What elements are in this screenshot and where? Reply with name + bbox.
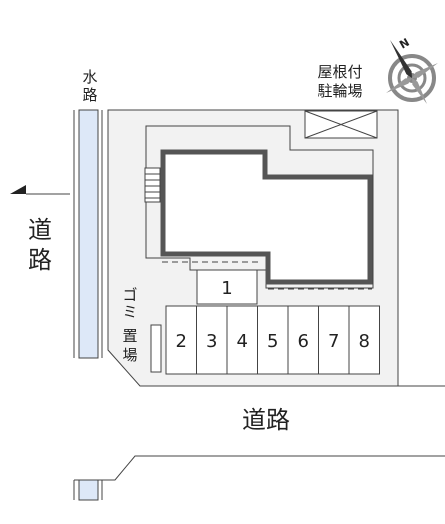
bike-parking-label-1: 屋根付	[317, 63, 362, 81]
parking-space-8	[348, 305, 380, 375]
parking-space-7	[318, 305, 350, 375]
parking-space-2	[165, 305, 197, 375]
parking-space-6-label: 6	[298, 331, 309, 352]
bike-parking-label-2: 駐輪場	[317, 82, 362, 100]
parking-space-5-label: 5	[267, 331, 278, 352]
building-footprint	[145, 125, 374, 289]
parking-space-1: 1	[196, 269, 258, 305]
garbage-label-4: 場	[122, 346, 137, 364]
garbage-label-1: ゴ	[122, 286, 137, 304]
parking-space-3	[196, 305, 228, 375]
bike-parking	[304, 110, 378, 139]
stairs	[144, 167, 161, 203]
building	[160, 149, 373, 285]
parking-space-1-label: 1	[221, 278, 232, 299]
parking-space-2-label: 2	[176, 331, 187, 352]
garbage-area	[150, 324, 162, 373]
road-west-label-2: 路	[28, 246, 52, 274]
waterway-label-1: 水	[82, 68, 97, 86]
road-south-far-edge	[74, 455, 445, 481]
road-south-label: 道路	[242, 406, 290, 434]
parking-space-6	[287, 305, 319, 375]
parking-space-7-label: 7	[328, 331, 339, 352]
compass-rose-icon: N	[386, 36, 438, 104]
road-west-label-1: 道	[28, 216, 52, 244]
triangle-arrow-icon	[10, 185, 70, 195]
north-label: N	[397, 36, 411, 52]
parking-space-4-label: 4	[237, 331, 248, 352]
parking-space-5	[257, 305, 289, 375]
parking-space-8-label: 8	[359, 331, 370, 352]
garbage-label-2: ミ	[122, 303, 137, 321]
waterway	[78, 109, 99, 359]
waterway-south	[78, 479, 99, 501]
waterway-label-2: 路	[82, 86, 97, 104]
parking-space-4	[226, 305, 258, 375]
parking-space-3-label: 3	[206, 331, 217, 352]
garbage-label-3: 置	[122, 327, 137, 345]
